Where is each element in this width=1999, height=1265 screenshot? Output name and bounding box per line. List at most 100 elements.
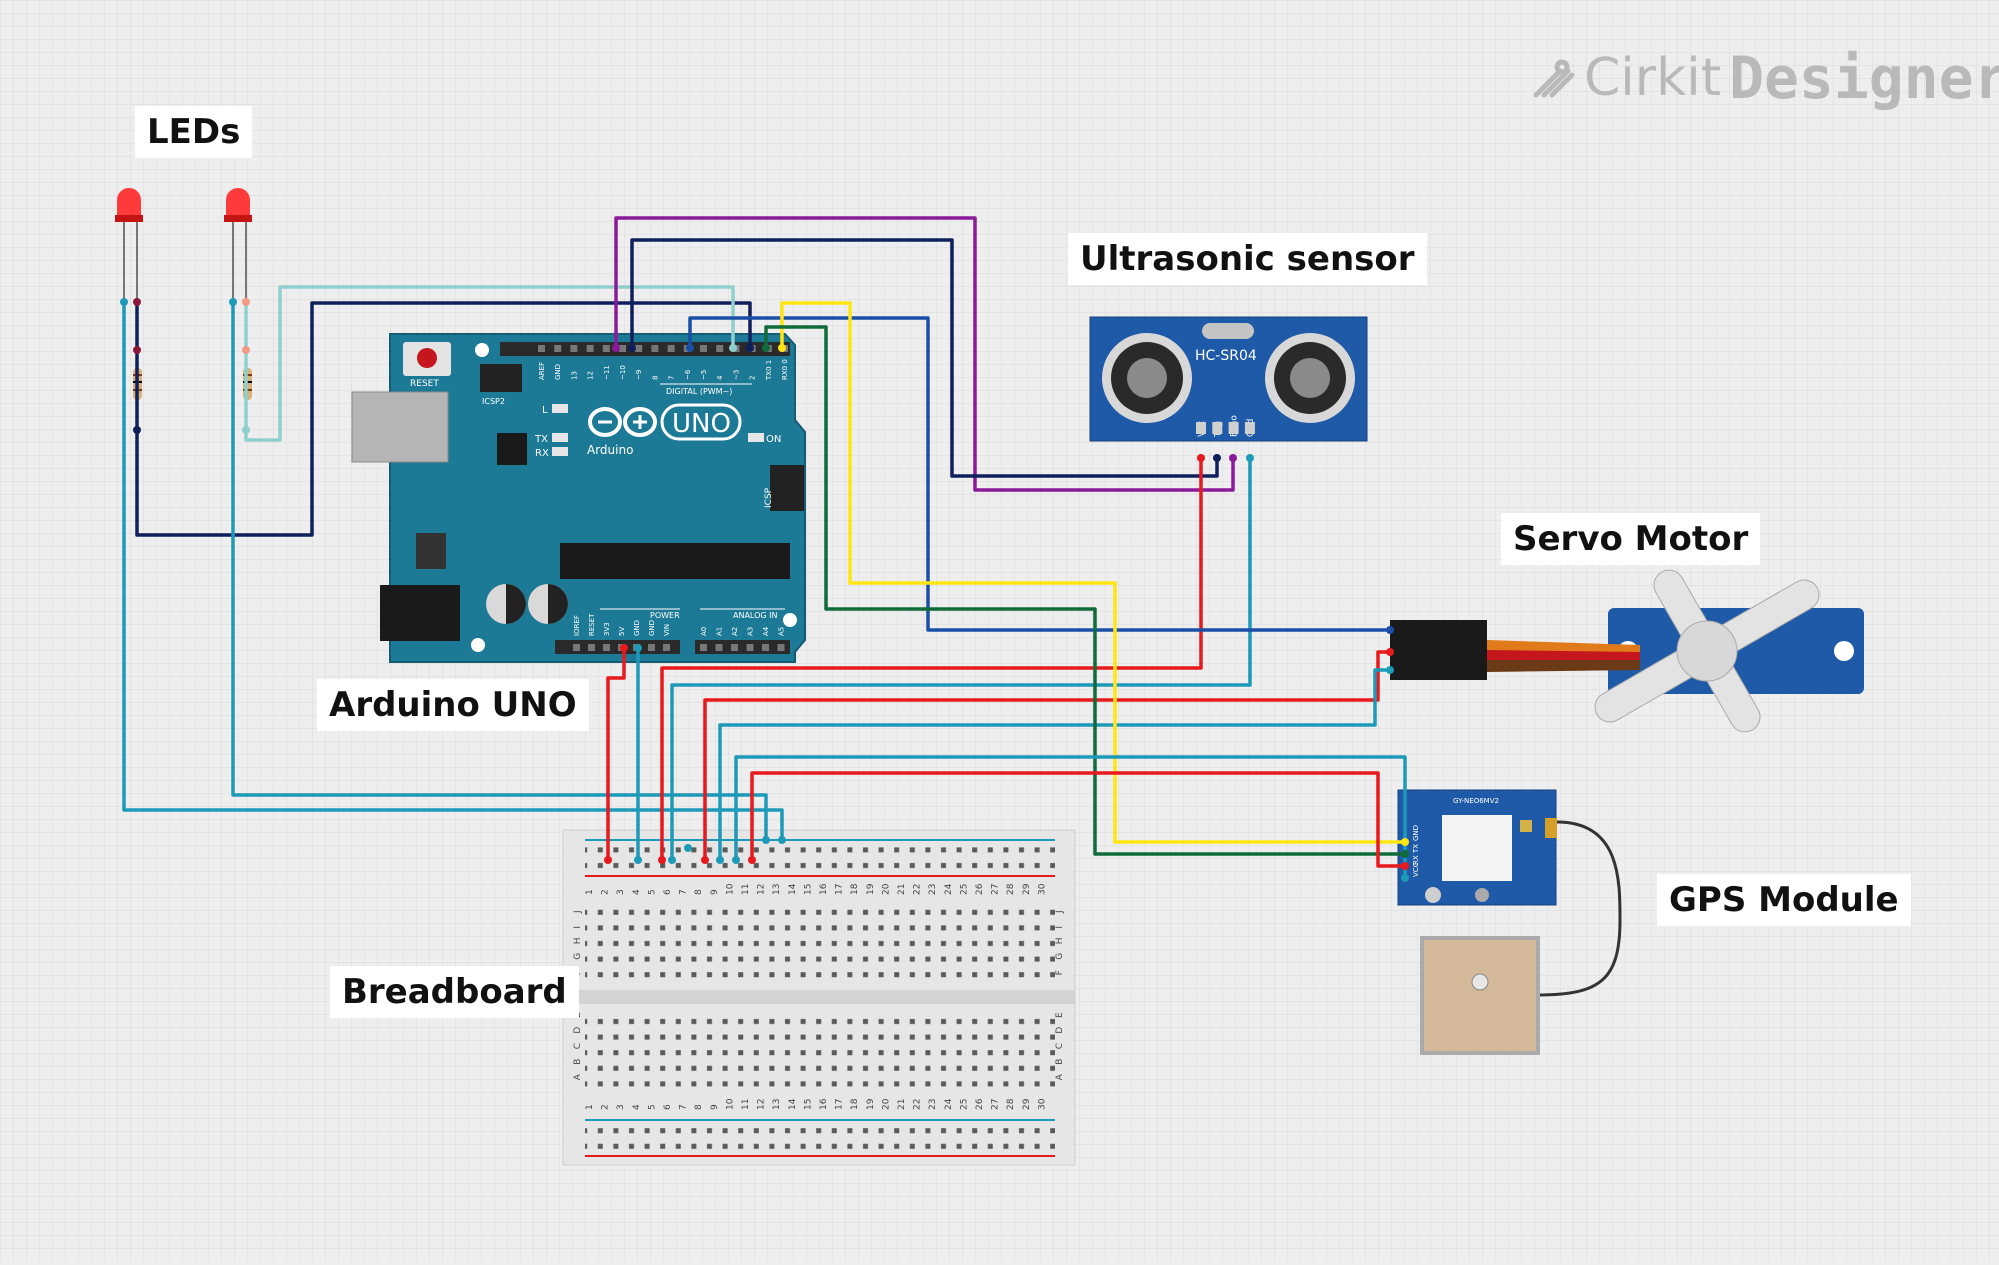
wire-endpoint[interactable] [1401,850,1409,858]
wire-endpoint[interactable] [729,344,737,352]
header-pin [603,644,610,651]
wire-endpoint[interactable] [1213,454,1221,462]
digital-pin-label: ~9 [635,370,643,380]
wire-endpoint[interactable] [778,836,786,844]
wire-endpoint[interactable] [668,856,676,864]
wire-endpoint[interactable] [242,298,250,306]
wire-endpoint[interactable] [229,298,237,306]
breadboard-column-number: 25 [959,1099,969,1110]
gps-pin-label: VCC [1412,862,1420,877]
breadboard-row-letter: D [1055,1027,1065,1034]
wire-led2-teal [231,302,768,840]
label-leds: LEDs [135,106,253,158]
breadboard-column-number: 9 [710,889,720,895]
wire-endpoint[interactable] [1229,454,1237,462]
power-pin-label: VIN [663,624,671,636]
digital-pin-label: ~5 [700,370,708,380]
wire-endpoint[interactable] [604,856,612,864]
uno-text: UNO [672,409,731,439]
wire-5v-red [606,648,626,860]
led-1[interactable] [115,188,143,302]
wire-endpoint[interactable] [684,844,692,852]
wire-endpoint[interactable] [746,344,754,352]
header-pin [731,644,738,651]
wire-navy-trig [630,238,1219,478]
header-pin [716,345,724,352]
servo-motor[interactable] [1390,509,1864,794]
wire-endpoint[interactable] [634,856,642,864]
header-pin [700,345,707,352]
wire-endpoint[interactable] [701,856,709,864]
power-pin-label: RESET [588,613,596,636]
breadboard-column-number: 6 [663,889,673,895]
wire-led2-lightblue [244,285,735,442]
gps-pin-label: RX [1412,855,1420,865]
wire-endpoint[interactable] [1401,838,1409,846]
ultrasonic-sensor[interactable]: HC-SR04 VccTrigEchoGnd [1089,316,1368,442]
hcsr04-pin [1244,422,1255,434]
reset-button-cap[interactable] [417,348,437,368]
wire-endpoint[interactable] [242,426,250,434]
wire-endpoint[interactable] [133,346,141,354]
wire-endpoint[interactable] [732,856,740,864]
header-pin [651,345,659,352]
wire-endpoint[interactable] [1386,666,1394,674]
hcsr04-pins: VccTrigEchoGnd [1196,415,1256,438]
breadboard-column-number: 22 [913,1099,923,1110]
wire-endpoint[interactable] [748,856,756,864]
analog-label: ANALOG IN [733,611,778,620]
power-pin-label: GND [648,620,656,636]
breadboard-row-letter: H [1055,937,1065,944]
wire-endpoint[interactable] [686,344,694,352]
header-pin [715,644,723,651]
breadboard-column-number: 24 [944,883,954,895]
breadboard-column-number: 13 [772,1099,782,1110]
wire-endpoint[interactable] [242,346,250,354]
wire-endpoint[interactable] [762,836,770,844]
breadboard-column-number: 8 [694,889,704,895]
wire-endpoint[interactable] [620,644,628,652]
wire-endpoint[interactable] [628,344,636,352]
wire-endpoint[interactable] [658,856,666,864]
wire-endpoint[interactable] [1197,454,1205,462]
breadboard-column-number: 21 [897,884,907,895]
breadboard-column-number: 16 [819,883,829,895]
wire-gps-yellow [780,301,1405,844]
digital-pin-label: 8 [651,376,659,380]
wire-gps-red [750,771,1405,868]
wire-endpoint[interactable] [634,644,642,652]
wire-endpoint[interactable] [762,344,770,352]
wire-endpoint[interactable] [1386,626,1394,634]
digital-pin-label: ~10 [619,365,627,380]
mount-hole [475,343,489,357]
header-pin [746,644,754,651]
breadboard-row-letter: I [1055,926,1065,929]
breadboard-row-letter: E [1055,1012,1065,1018]
wire-endpoint[interactable] [120,298,128,306]
wire-endpoint[interactable] [716,856,724,864]
breadboard-column-number: 23 [928,1099,938,1110]
wire-endpoint[interactable] [133,298,141,306]
wire-endpoint[interactable] [1401,862,1409,870]
breadboard-row-letter: G [573,953,583,960]
header-pin [777,644,785,651]
wire-endpoint[interactable] [1401,874,1409,882]
breadboard-column-number: 24 [944,1098,954,1110]
breadboard-row-letter: J [1055,910,1065,914]
wire-endpoint[interactable] [612,344,620,352]
led-2[interactable] [224,188,252,302]
header-pin [554,345,562,352]
wire-endpoint[interactable] [1386,648,1394,656]
cirkit-designer-logo: Cirkit Designer [1530,44,1999,112]
digital-pin-label: 4 [716,375,724,380]
wire-endpoint[interactable] [1246,454,1254,462]
breadboard-column-number: 15 [803,1099,813,1110]
breadboard-column-number: 29 [1022,883,1032,895]
wire-endpoint[interactable] [133,426,141,434]
wire-endpoint[interactable] [778,344,786,352]
breadboard-column-number: 7 [679,889,689,895]
